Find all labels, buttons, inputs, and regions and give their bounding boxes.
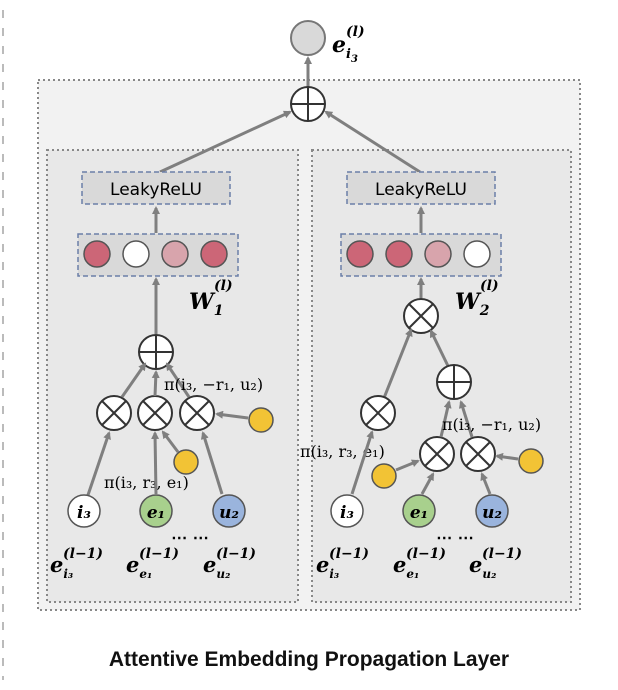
left-arrow-p3-sum xyxy=(165,362,191,398)
left-activation-label: LeakyReLU xyxy=(110,180,202,200)
right-arrow-u-p3 xyxy=(480,472,492,495)
right-node-u2-label: u₂ xyxy=(482,503,502,523)
left-vec-cell xyxy=(161,240,189,268)
left-emb-u-sup: (l−1) xyxy=(216,546,256,562)
right-sum-operator xyxy=(436,364,472,400)
left-pi-top: π(i₃, −r₁, u₂) xyxy=(164,375,263,394)
right-arrow-i-product-top xyxy=(382,328,413,399)
left-pi-bottom: π(i₃, r₃, e₁) xyxy=(104,473,189,492)
right-arrow-sum-top xyxy=(429,329,450,367)
left-attention-node-2 xyxy=(173,449,199,475)
left-arrow-att2 xyxy=(161,430,180,453)
left-ellipsis: ⋯ ⋯ xyxy=(171,528,209,547)
output-node xyxy=(290,20,326,56)
arrow-right-to-sum xyxy=(324,110,421,174)
output-sup: (l) xyxy=(346,24,365,40)
right-activation-box xyxy=(346,171,496,205)
right-attention-node-1 xyxy=(518,448,544,474)
right-node-i3 xyxy=(330,494,364,528)
left-weight-sup: (l) xyxy=(214,278,233,294)
right-arrow-i-p1 xyxy=(350,430,374,495)
left-arrow-att1 xyxy=(215,410,249,420)
right-weight-label: W2 xyxy=(455,289,490,319)
right-arrow-p3-sum xyxy=(458,400,474,438)
right-node-u2 xyxy=(475,494,509,528)
right-vec-cell xyxy=(346,240,374,268)
left-product-2 xyxy=(137,395,173,431)
left-emb-e-sup: (l−1) xyxy=(139,546,179,562)
left-arrow-i-p1 xyxy=(86,431,111,496)
right-arrow-p2-sum xyxy=(439,400,452,438)
output-label: ei3 xyxy=(332,32,358,65)
right-arrow-e-p2 xyxy=(420,472,435,495)
left-emb-i-sup: (l−1) xyxy=(63,546,103,562)
left-arrow-e-p2 xyxy=(151,431,160,495)
right-node-e1-label: e₁ xyxy=(410,503,428,523)
right-arrow-att1 xyxy=(495,452,519,461)
left-node-i3-label: i₃ xyxy=(77,503,91,523)
left-attention-node-1 xyxy=(248,407,274,433)
left-node-u2 xyxy=(212,494,246,528)
left-arrow-p2-sum xyxy=(151,370,160,397)
left-node-e1-label: e₁ xyxy=(147,503,165,523)
left-activation-box xyxy=(81,171,231,205)
right-emb-i-sup: (l−1) xyxy=(329,546,369,562)
left-arrow-u-p3 xyxy=(200,431,224,495)
right-node-i3-label: i₃ xyxy=(340,503,354,523)
left-arrow-p1-sum xyxy=(120,362,147,398)
right-product-1 xyxy=(360,395,396,431)
left-emb-e: ee₁ xyxy=(126,552,152,581)
right-emb-i: ei₃ xyxy=(316,552,339,581)
left-sum-operator xyxy=(138,334,174,370)
left-product-3 xyxy=(179,395,215,431)
right-arrow-att2 xyxy=(395,459,420,472)
right-activation-label: LeakyReLU xyxy=(375,180,467,200)
left-product-1 xyxy=(96,395,132,431)
right-attention-node-2 xyxy=(371,463,397,489)
right-ellipsis: ⋯ ⋯ xyxy=(436,528,474,547)
right-product-3 xyxy=(460,436,496,472)
right-emb-e-sup: (l−1) xyxy=(406,546,446,562)
right-node-e1 xyxy=(402,494,436,528)
right-emb-u: eu₂ xyxy=(469,552,496,581)
right-top-product xyxy=(403,298,439,334)
left-vec-cell xyxy=(83,240,111,268)
left-node-i3 xyxy=(67,494,101,528)
left-node-e1 xyxy=(139,494,173,528)
left-weight-label: W1 xyxy=(189,289,223,319)
left-emb-u: eu₂ xyxy=(203,552,230,581)
right-weight-sup: (l) xyxy=(480,278,499,294)
left-node-u2-label: u₂ xyxy=(219,503,239,523)
right-emb-e: ee₁ xyxy=(393,552,419,581)
right-pi-top: π(i₃, −r₁, u₂) xyxy=(442,415,541,434)
arrow-left-to-sum xyxy=(159,110,292,174)
top-sum-operator xyxy=(290,86,326,122)
left-emb-i: ei₃ xyxy=(50,552,73,581)
right-pi-left: π(i₃, r₃, e₁) xyxy=(300,442,385,461)
right-vec-cell xyxy=(463,240,491,268)
left-vec-cell xyxy=(200,240,228,268)
left-vec-cell xyxy=(122,240,150,268)
right-vec-cell xyxy=(424,240,452,268)
right-product-2 xyxy=(419,436,455,472)
diagram-caption: Attentive Embedding Propagation Layer xyxy=(108,648,510,671)
right-vec-cell xyxy=(385,240,413,268)
right-emb-u-sup: (l−1) xyxy=(482,546,522,562)
